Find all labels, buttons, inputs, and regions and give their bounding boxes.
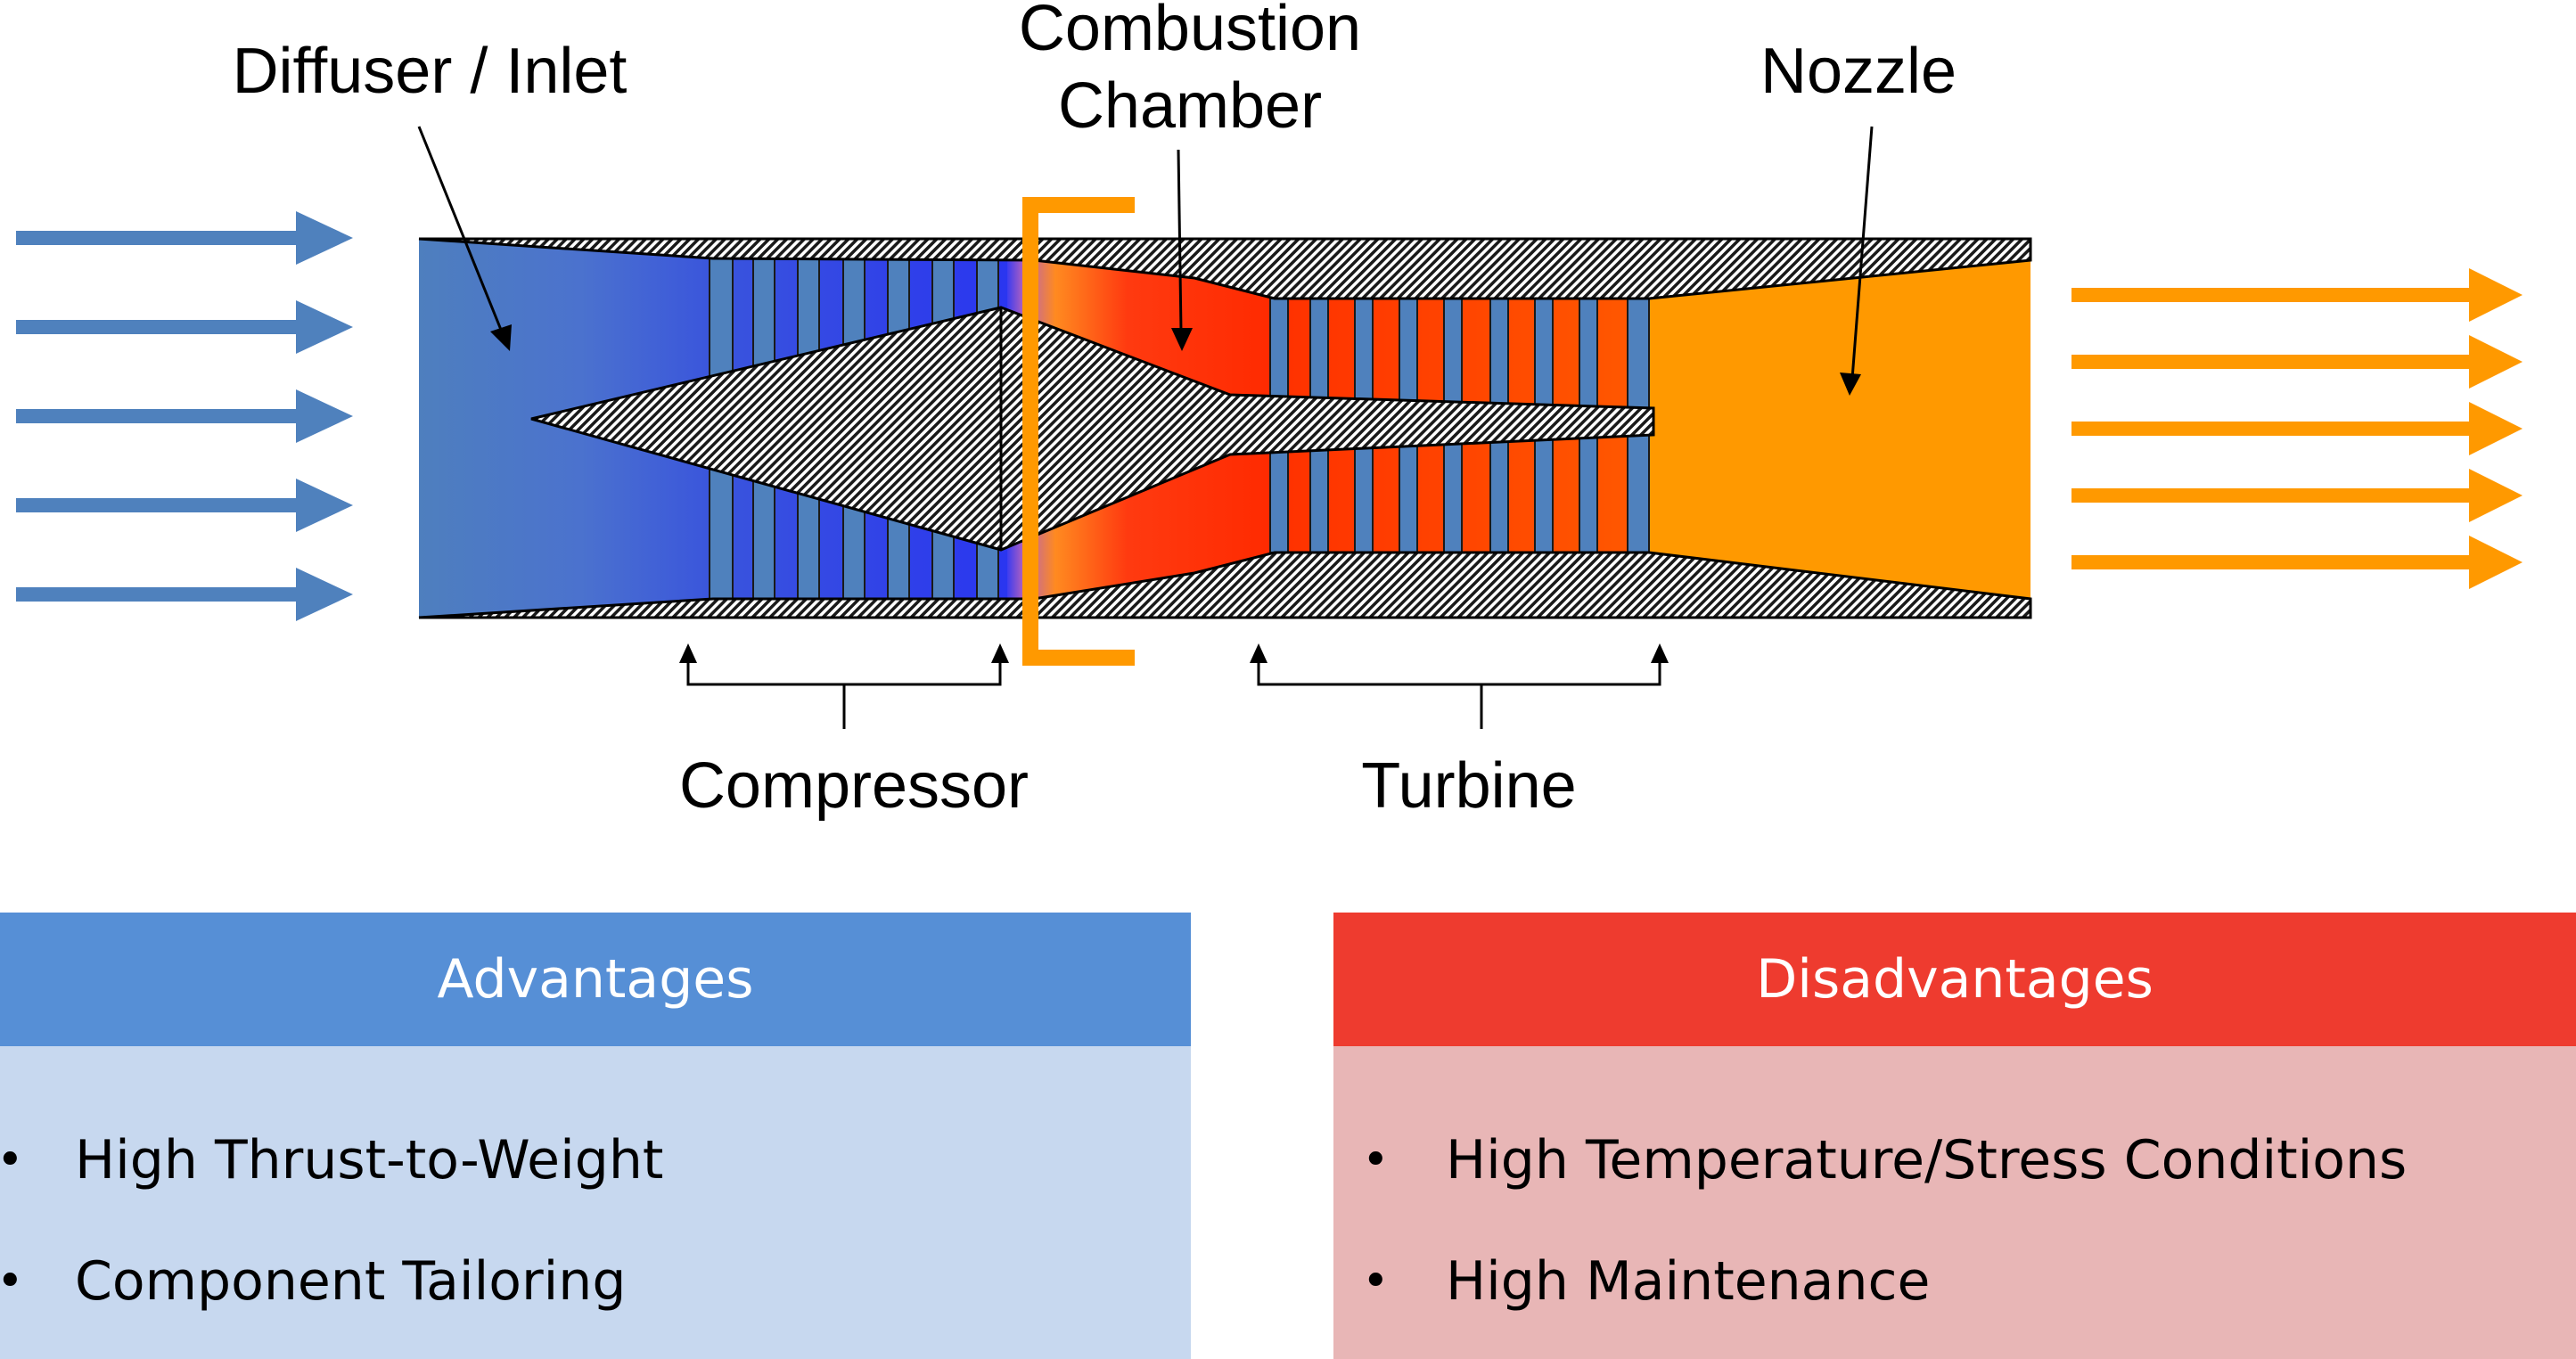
disadvantages-title: Disadvantages xyxy=(1333,913,2576,1046)
combustion-label-line1: Combustion xyxy=(1019,0,1361,64)
combustion-bracket xyxy=(1022,197,1135,666)
list-item: • High Thrust-to-Weight xyxy=(0,1100,1191,1221)
disadvantage-text: High Temperature/Stress Conditions xyxy=(1446,1129,2408,1191)
bullet-icon: • xyxy=(0,1134,24,1187)
section-brackets xyxy=(686,658,1661,729)
bracket-arrowheads xyxy=(679,643,1669,663)
advantage-text: High Thrust-to-Weight xyxy=(75,1129,664,1191)
engine-cross-section xyxy=(418,197,2032,666)
center-body xyxy=(530,306,1655,552)
bullet-icon: • xyxy=(1362,1255,1390,1308)
diffuser-label: Diffuser / Inlet xyxy=(233,36,628,107)
intake-arrow xyxy=(16,389,353,443)
list-item: • Component Tailoring xyxy=(0,1221,1191,1342)
intake-arrow xyxy=(16,211,353,265)
list-item: • High Maintenance xyxy=(1333,1221,2576,1342)
advantages-panel: Advantages • High Thrust-to-Weight • Com… xyxy=(0,913,1191,1359)
turbine-label: Turbine xyxy=(1361,750,1576,822)
intake-arrow xyxy=(16,479,353,532)
exhaust-arrows xyxy=(2071,268,2523,589)
advantages-title: Advantages xyxy=(0,913,1191,1046)
outer-casing-top xyxy=(418,237,2032,300)
nozzle-label: Nozzle xyxy=(1760,36,1957,107)
exhaust-arrow xyxy=(2071,469,2523,522)
compressor-bracket xyxy=(686,658,1002,729)
nozzle-flow xyxy=(1649,260,2030,599)
disadvantages-list: • High Temperature/Stress Conditions • H… xyxy=(1333,1046,2576,1359)
advantage-text: Component Tailoring xyxy=(75,1250,627,1313)
engine-casing xyxy=(418,237,2032,619)
combustion-label-line2: Chamber xyxy=(1058,70,1322,142)
turbine-bracket xyxy=(1257,658,1661,729)
advantages-list: • High Thrust-to-Weight • Component Tail… xyxy=(0,1046,1191,1359)
leader-lines xyxy=(417,126,1874,380)
intake-arrow xyxy=(16,568,353,621)
compressor-label: Compressor xyxy=(679,750,1029,822)
exhaust-arrow xyxy=(2071,268,2523,322)
bullet-icon: • xyxy=(0,1255,24,1308)
intake-arrow xyxy=(16,300,353,354)
list-item: • High Temperature/Stress Conditions xyxy=(1333,1100,2576,1221)
disadvantages-panel: Disadvantages • High Temperature/Stress … xyxy=(1333,913,2576,1359)
exhaust-arrow xyxy=(2071,536,2523,589)
leader-arrowheads xyxy=(490,324,1861,396)
intake-arrows xyxy=(16,211,353,621)
disadvantage-text: High Maintenance xyxy=(1446,1250,1931,1313)
outer-casing-bottom xyxy=(418,551,2032,619)
exhaust-arrow xyxy=(2071,402,2523,455)
bullet-icon: • xyxy=(1362,1134,1390,1187)
exhaust-arrow xyxy=(2071,335,2523,389)
